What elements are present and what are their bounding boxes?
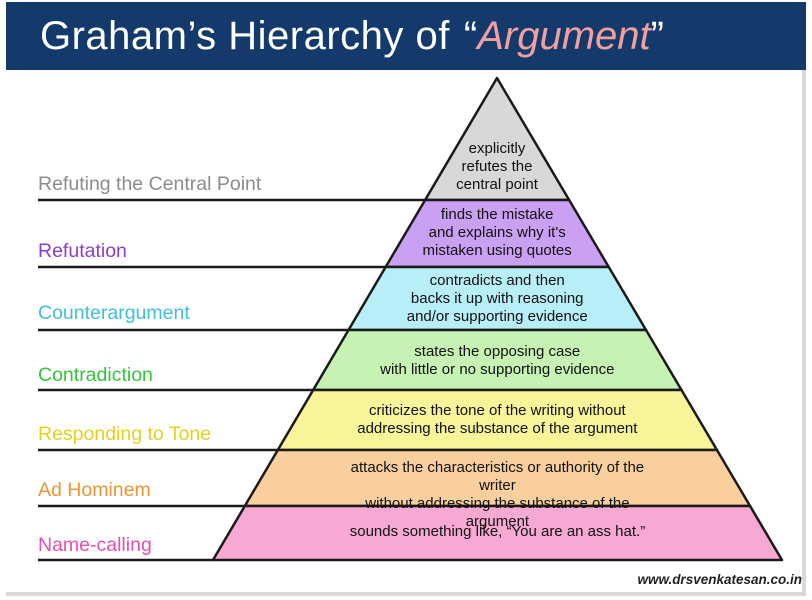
- level-label: Contradiction: [38, 364, 153, 386]
- title-close-quote: ”: [650, 13, 664, 58]
- level-label: Ad Hominem: [38, 479, 151, 501]
- level-description: contradicts and then backs it up with re…: [406, 272, 588, 325]
- title-main: Graham’s Hierarchy of: [40, 13, 450, 58]
- level-description: states the opposing case with little or …: [380, 343, 615, 378]
- title-emphasis: Argument: [477, 13, 651, 58]
- website-url: www.drsvenkatesan.co.in: [637, 572, 802, 587]
- level-description: finds the mistake and explains why it's …: [422, 206, 572, 259]
- level-description: explicitly refutes the central point: [456, 140, 538, 193]
- level-label: Responding to Tone: [38, 423, 212, 445]
- title-bar: Graham’s Hierarchy of “ Argument ”: [6, 2, 806, 70]
- pyramid-tier: [211, 504, 784, 562]
- level-description: criticizes the tone of the writing witho…: [357, 402, 638, 437]
- level-label: Refutation: [38, 240, 127, 262]
- level-label: Counterargument: [38, 302, 190, 324]
- title-open-quote: “: [463, 13, 478, 58]
- level-description: attacks the characteristics or authority…: [350, 459, 645, 530]
- level-label: Name-calling: [38, 534, 152, 556]
- level-label: Refuting the Central Point: [38, 173, 262, 195]
- slide-frame: [6, 70, 806, 596]
- level-description: sounds something like, “You are an ass h…: [349, 523, 646, 540]
